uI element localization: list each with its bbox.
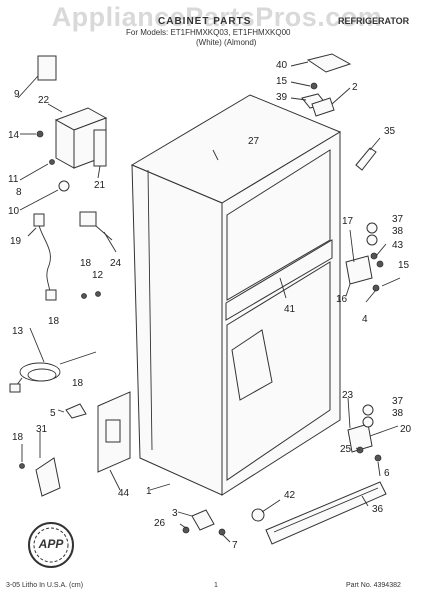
- callout-31: 31: [36, 424, 48, 435]
- color-line: (White) (Almond): [196, 38, 257, 47]
- callout-37-top: 37: [392, 214, 404, 225]
- callout-23: 23: [342, 390, 354, 401]
- callout-18-c: 18: [12, 432, 24, 443]
- callout-5: 5: [50, 408, 56, 419]
- app-logo: [28, 522, 74, 568]
- callout-3: 3: [172, 508, 178, 519]
- callout-24: 24: [110, 258, 122, 269]
- watermark: AppliancePartsPros.com: [51, 2, 383, 32]
- light-switch: [37, 55, 57, 81]
- callout-19: 19: [10, 236, 22, 247]
- models-line: For Models: ET1FHMXKQ03, ET1FHMXKQ00: [126, 28, 291, 37]
- top-hinge-cover: [306, 53, 352, 73]
- bottom-hinge: [347, 423, 373, 453]
- appliance-category: REFRIGERATOR: [338, 16, 410, 26]
- callout-36: 36: [372, 504, 384, 515]
- callout-14: 14: [8, 130, 20, 141]
- callout-18-b: 18: [72, 378, 84, 389]
- callout-6: 6: [384, 468, 390, 479]
- callout-8: 8: [16, 187, 22, 198]
- wire-harness: [37, 221, 51, 301]
- diagram-title: CABINET PARTS: [158, 16, 252, 27]
- callout-20: 20: [400, 424, 412, 435]
- callout-18-a: 18: [48, 316, 60, 327]
- callout-11: 11: [8, 174, 19, 185]
- callout-15-right: 15: [398, 260, 410, 271]
- cabinet-body: [130, 94, 342, 496]
- callout-13: 13: [12, 326, 24, 337]
- callout-16: 16: [336, 294, 348, 305]
- callout-39: 39: [276, 92, 288, 103]
- center-hinge: [345, 255, 373, 285]
- footer-page: 1: [214, 582, 218, 589]
- callout-35: 35: [384, 126, 396, 137]
- callout-22: 22: [38, 95, 50, 106]
- callout-40: 40: [276, 60, 288, 71]
- callout-numbers: 9 22 14 11 8 10 21 19 24 18 12 18 13 18 …: [8, 60, 412, 551]
- callout-26: 26: [154, 518, 166, 529]
- callout-16-left: 18: [80, 258, 92, 269]
- callout-43: 43: [392, 240, 404, 251]
- callout-21: 21: [94, 180, 106, 191]
- callout-42: 42: [284, 490, 296, 501]
- callout-4: 4: [362, 314, 368, 325]
- footer-litho: 3-05 Litho In U.S.A. (cm): [6, 582, 84, 589]
- roller-bracket: [191, 509, 215, 531]
- callout-7: 7: [232, 540, 238, 551]
- callout-38-bottom: 38: [392, 408, 404, 419]
- leader-lines: [17, 61, 401, 543]
- callout-37-bottom: 37: [392, 396, 404, 407]
- callout-12: 12: [92, 270, 104, 281]
- footer-part-no: Part No. 4394382: [346, 582, 401, 589]
- callout-44: 44: [118, 488, 130, 499]
- callout-10: 10: [8, 206, 20, 217]
- foot-cover: [35, 457, 61, 497]
- callout-9: 9: [14, 89, 20, 100]
- logo-text: APP: [38, 537, 64, 551]
- callout-17: 17: [342, 216, 354, 227]
- callout-25: 25: [340, 444, 352, 455]
- callout-1: 1: [146, 486, 152, 497]
- callout-41: 41: [284, 304, 296, 315]
- callout-38-top: 38: [392, 226, 404, 237]
- callout-2: 2: [352, 82, 358, 93]
- callout-15-top: 15: [276, 76, 288, 87]
- callout-27: 27: [248, 136, 260, 147]
